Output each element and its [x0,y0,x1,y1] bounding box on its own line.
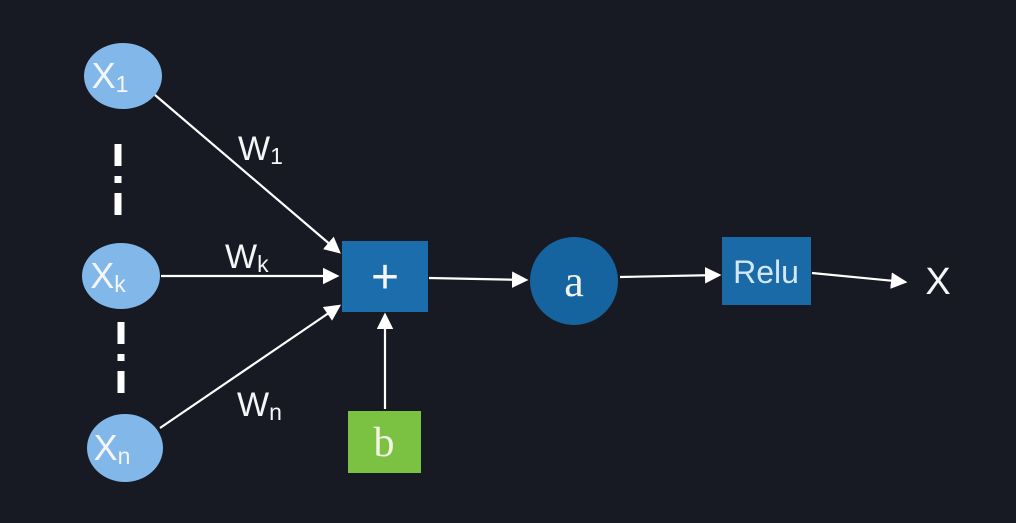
edge-sum-to-activation [428,271,529,288]
bias-node-label: b [374,420,395,466]
sum-node [342,241,428,312]
edge-relu-to-output [811,271,908,289]
relu-box-label: Relu [733,254,799,290]
weight-label-w1: W1 [238,130,283,169]
edge-activation-to-relu [619,267,722,284]
weight-label-wn: Wn [237,386,282,425]
input-node-xn [87,414,163,482]
sum-node-label: + [371,251,399,304]
relu-box [722,237,811,305]
edge-x1-to-sum [154,94,341,254]
edge-xn-to-sum [159,304,342,429]
output-label: X [925,261,950,303]
input-node-xn-label: Xn [94,427,131,469]
input-node-xk [82,243,160,309]
input-node-xk-label: Xk [90,255,126,297]
bias-node [348,411,421,473]
activation-node [530,237,618,325]
weight-label-wk: Wk [225,238,269,277]
input-node-x1-label: X1 [92,55,129,97]
activation-node-label: a [564,257,584,306]
input-node-x1 [84,43,162,109]
